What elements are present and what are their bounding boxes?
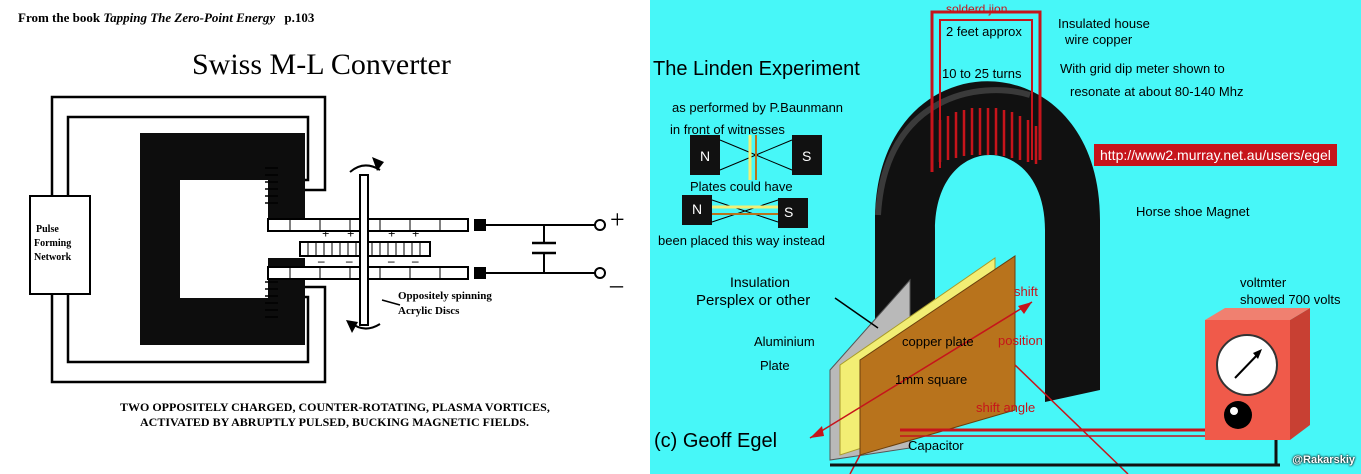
- magnet-highlight: [875, 87, 1031, 216]
- disc-axle: [359, 174, 369, 326]
- grid-dip-line-1: With grid dip meter shown to: [1060, 61, 1225, 76]
- voltmeter-label-1: voltmter: [1240, 275, 1287, 290]
- inset-plates-crossed: [690, 135, 822, 180]
- disc-plus-4: +: [412, 226, 420, 241]
- grid-dip-line-2: resonate at about 80-140 Mhz: [1070, 84, 1244, 99]
- outer-wire-top: [50, 95, 327, 196]
- perspex-leader: [834, 297, 879, 329]
- copper-plate: [859, 255, 1016, 456]
- disc-minus-3: –: [388, 253, 395, 268]
- square-label: 1mm square: [895, 372, 968, 387]
- disc-minus-1: –: [318, 253, 325, 268]
- disc-minus-2: –: [346, 253, 353, 268]
- source-book-title: Tapping The Zero-Point Energy: [103, 10, 276, 25]
- pole-s-1: S: [802, 148, 812, 164]
- discs-label-line-1: Oppositely spinning: [398, 290, 492, 302]
- turns-label: 10 to 25 turns: [942, 66, 1022, 81]
- placed-this-way: been placed this way instead: [658, 233, 825, 248]
- copyright-label: (c) Geoff Egel: [654, 430, 778, 452]
- swiss-ml-converter-panel: From the book Tapping The Zero-Point Ene…: [0, 0, 642, 474]
- pulse-forming-network-box: [29, 195, 91, 295]
- source-prefix: From the book: [18, 10, 101, 25]
- c-core-magnet: [140, 133, 305, 345]
- shift-arrowhead-left: [810, 426, 824, 438]
- aluminium-label-1: Aluminium: [754, 334, 815, 349]
- position-label: position: [998, 333, 1043, 348]
- coil-turns: [938, 108, 1038, 164]
- aluminium-label-2: Plate: [760, 358, 790, 373]
- page-title: Swiss M-L Converter: [192, 48, 451, 81]
- coil-wire-loop: [930, 10, 1042, 172]
- watermark-label: @Rakarskiy: [1292, 454, 1355, 466]
- capacitor-label: Capacitor: [908, 438, 964, 453]
- disc-minus-4: –: [412, 253, 419, 268]
- pulse-label-line-3: Network: [34, 252, 72, 263]
- caption-line-1: TWO OPPOSITELY CHARGED, COUNTER-ROTATING…: [120, 400, 550, 414]
- wire-label-1: Insulated house: [1058, 16, 1150, 31]
- disc-plus-3: +: [388, 226, 396, 241]
- shift-line: [809, 301, 1033, 439]
- copper-plate-label: copper plate: [902, 334, 974, 349]
- disc-label-leader: [381, 299, 401, 306]
- rotation-arrowhead-top: [372, 157, 384, 171]
- shift-label: shift: [1014, 284, 1038, 299]
- wire-label-2: wire copper: [1065, 32, 1133, 47]
- pulse-label-line-1: Pulse: [36, 224, 59, 235]
- linden-title: The Linden Experiment: [653, 58, 860, 80]
- terminal-block-top: [474, 219, 486, 231]
- pole-s-2: S: [784, 204, 794, 220]
- voltmeter-top: [1205, 308, 1310, 320]
- website-url-link[interactable]: http://www2.murray.net.au/users/egel: [1094, 144, 1337, 166]
- plates-could-have: Plates could have: [690, 179, 793, 194]
- shift-angle-line: [1014, 364, 1129, 474]
- pulse-label-line-2: Forming: [34, 238, 72, 249]
- disc-plus-2: +: [347, 226, 355, 241]
- book-source: From the book Tapping The Zero-Point Ene…: [18, 10, 314, 26]
- voltmeter-knob: [1224, 401, 1252, 429]
- linden-experiment-panel: The Linden Experiment as performed by P.…: [650, 0, 1361, 474]
- coil-windings: [265, 167, 278, 318]
- positive-terminal: [594, 219, 606, 231]
- horseshoe-magnet-label: Horse shoe Magnet: [1136, 204, 1250, 219]
- perspex-label: Persplex or other: [696, 292, 811, 309]
- negative-terminal: [594, 267, 606, 279]
- pole-n-2: N: [692, 201, 703, 217]
- solder-joint-label: solderd jion: [946, 2, 1008, 16]
- insulation-label: Insulation: [730, 274, 790, 290]
- disc-plus-1: +: [322, 226, 330, 241]
- voltmeter-label-2: showed 700 volts: [1240, 292, 1341, 307]
- inset-plates-alternative: [682, 195, 808, 228]
- voltmeter-needle-tip: [1253, 349, 1262, 359]
- coil-length-label: 2 feet approx: [946, 24, 1022, 39]
- source-page: p.103: [284, 10, 315, 25]
- shift-angle-label: shift angle: [976, 400, 1036, 415]
- performed-by: as performed by P.Baunmann: [672, 100, 844, 115]
- pole-n-1: N: [700, 148, 711, 164]
- linden-diagram: [682, 10, 1310, 474]
- caption-line-2: ACTIVATED BY ABRUPTLY PULSED, BUCKING MA…: [140, 415, 529, 429]
- voltmeter-knob-highlight: [1230, 407, 1238, 415]
- coil-wire-loop-inner: [939, 19, 1033, 168]
- witnesses: in front of witnesses: [670, 122, 785, 137]
- discs-label-line-2: Acrylic Discs: [398, 305, 460, 317]
- voltmeter-side: [1290, 308, 1310, 440]
- outer-wire-bottom: [50, 285, 327, 384]
- converter-diagram: [29, 95, 606, 384]
- plus-sign: +: [610, 205, 625, 234]
- rotation-arrowhead-bottom: [346, 320, 358, 333]
- plate-hatching: [289, 219, 441, 279]
- minus-sign: –: [610, 270, 623, 299]
- shift-arrowhead-right: [1018, 302, 1032, 314]
- terminal-block-bottom: [474, 267, 486, 279]
- disc-hatching: [307, 242, 421, 256]
